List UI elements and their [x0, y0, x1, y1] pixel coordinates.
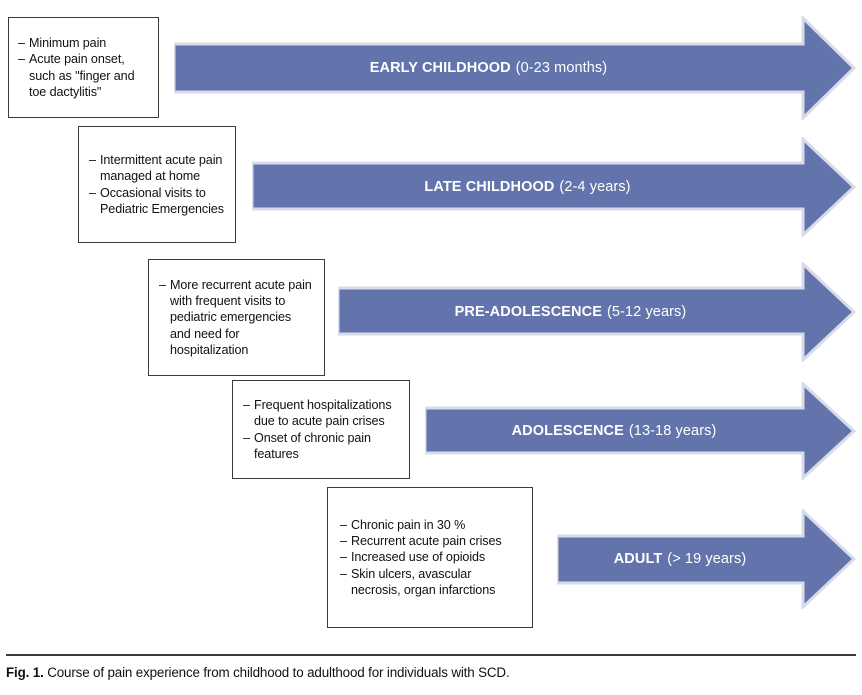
bullet-item: Increased use of opioids — [340, 549, 523, 566]
bullet-item: Frequent hospitalizations due to acute p… — [243, 397, 400, 430]
bullet-item: Minimum pain — [18, 35, 149, 52]
arrow-shape-icon — [338, 262, 856, 362]
bullet-list: Intermittent acute pain managed at home … — [89, 152, 226, 217]
bullet-item: Chronic pain in 30 % — [340, 517, 523, 534]
bullet-item: Skin ulcers, avascular necrosis, organ i… — [340, 566, 523, 599]
figure-caption-text: Course of pain experience from childhood… — [47, 665, 510, 680]
bullet-list: Frequent hospitalizations due to acute p… — [243, 397, 400, 462]
bullet-item: More recurrent acute pain with frequent … — [159, 277, 315, 358]
bullet-list: Chronic pain in 30 % Recurrent acute pai… — [340, 517, 523, 598]
callout-adult: Chronic pain in 30 % Recurrent acute pai… — [327, 487, 533, 628]
caption-divider — [6, 654, 856, 656]
arrow-pre-adolescence: PRE-ADOLESCENCE (5-12 years) — [338, 262, 856, 362]
arrow-shape-icon — [557, 509, 856, 609]
figure-caption: Fig. 1. Course of pain experience from c… — [6, 664, 858, 682]
bullet-list: Minimum pain Acute pain onset, such as "… — [18, 35, 149, 100]
figure-number: Fig. 1. — [6, 665, 44, 680]
arrow-shape-icon — [252, 137, 856, 237]
callout-adolescence: Frequent hospitalizations due to acute p… — [232, 380, 410, 479]
bullet-item: Recurrent acute pain crises — [340, 533, 523, 550]
bullet-item: Onset of chronic pain features — [243, 430, 400, 463]
bullet-item: Intermittent acute pain managed at home — [89, 152, 226, 185]
arrow-adult: ADULT (> 19 years) — [557, 509, 856, 609]
callout-pre-adolescence: More recurrent acute pain with frequent … — [148, 259, 325, 376]
arrow-adolescence: ADOLESCENCE (13-18 years) — [425, 382, 856, 480]
arrow-shape-icon — [174, 16, 856, 120]
callout-early-childhood: Minimum pain Acute pain onset, such as "… — [8, 17, 159, 118]
arrow-early-childhood: EARLY CHILDHOOD (0-23 months) — [174, 16, 856, 120]
bullet-item: Acute pain onset, such as "finger and to… — [18, 51, 149, 100]
bullet-item: Occasional visits to Pediatric Emergenci… — [89, 185, 226, 218]
bullet-list: More recurrent acute pain with frequent … — [159, 277, 315, 358]
callout-late-childhood: Intermittent acute pain managed at home … — [78, 126, 236, 243]
arrow-shape-icon — [425, 382, 856, 480]
arrow-late-childhood: LATE CHILDHOOD (2-4 years) — [252, 137, 856, 237]
